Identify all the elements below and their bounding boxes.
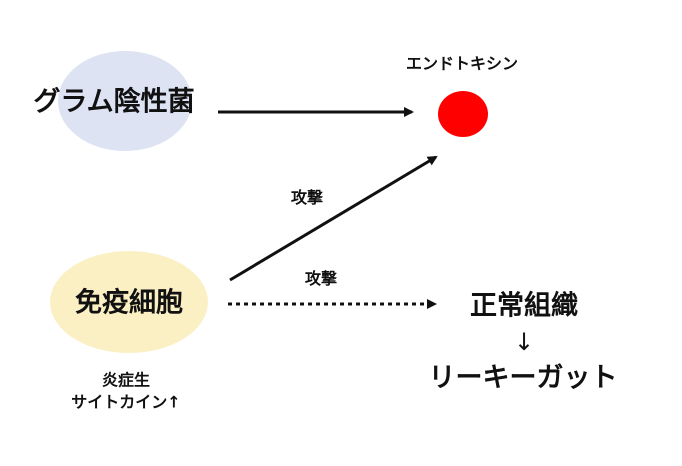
- bacteria-bubble: [58, 51, 192, 151]
- leaky-gut-label: リーキーガット: [428, 362, 618, 394]
- inflammatory-line-1: 炎症生: [101, 370, 151, 390]
- immune-cells-bubble: [50, 251, 208, 353]
- normal-tissue-label: 正常組織: [470, 290, 578, 322]
- immune-cells-label: 免疫細胞: [75, 287, 183, 319]
- endotoxin-dot: [438, 91, 488, 137]
- inflammatory-cytokine-label: 炎症生 サイトカイン↑: [71, 369, 180, 412]
- bacteria-label: グラム陰性菌: [33, 86, 195, 118]
- inflammatory-line-2: サイトカイン↑: [71, 392, 181, 411]
- endotoxin-label: エンドトキシン: [405, 54, 519, 73]
- immune-to-endotoxin-arrow: [229, 155, 438, 282]
- attack-endotoxin-label: 攻撃: [290, 188, 324, 207]
- down-arrow-icon: ↓: [513, 328, 535, 356]
- attack-tissue-label: 攻撃: [304, 269, 338, 288]
